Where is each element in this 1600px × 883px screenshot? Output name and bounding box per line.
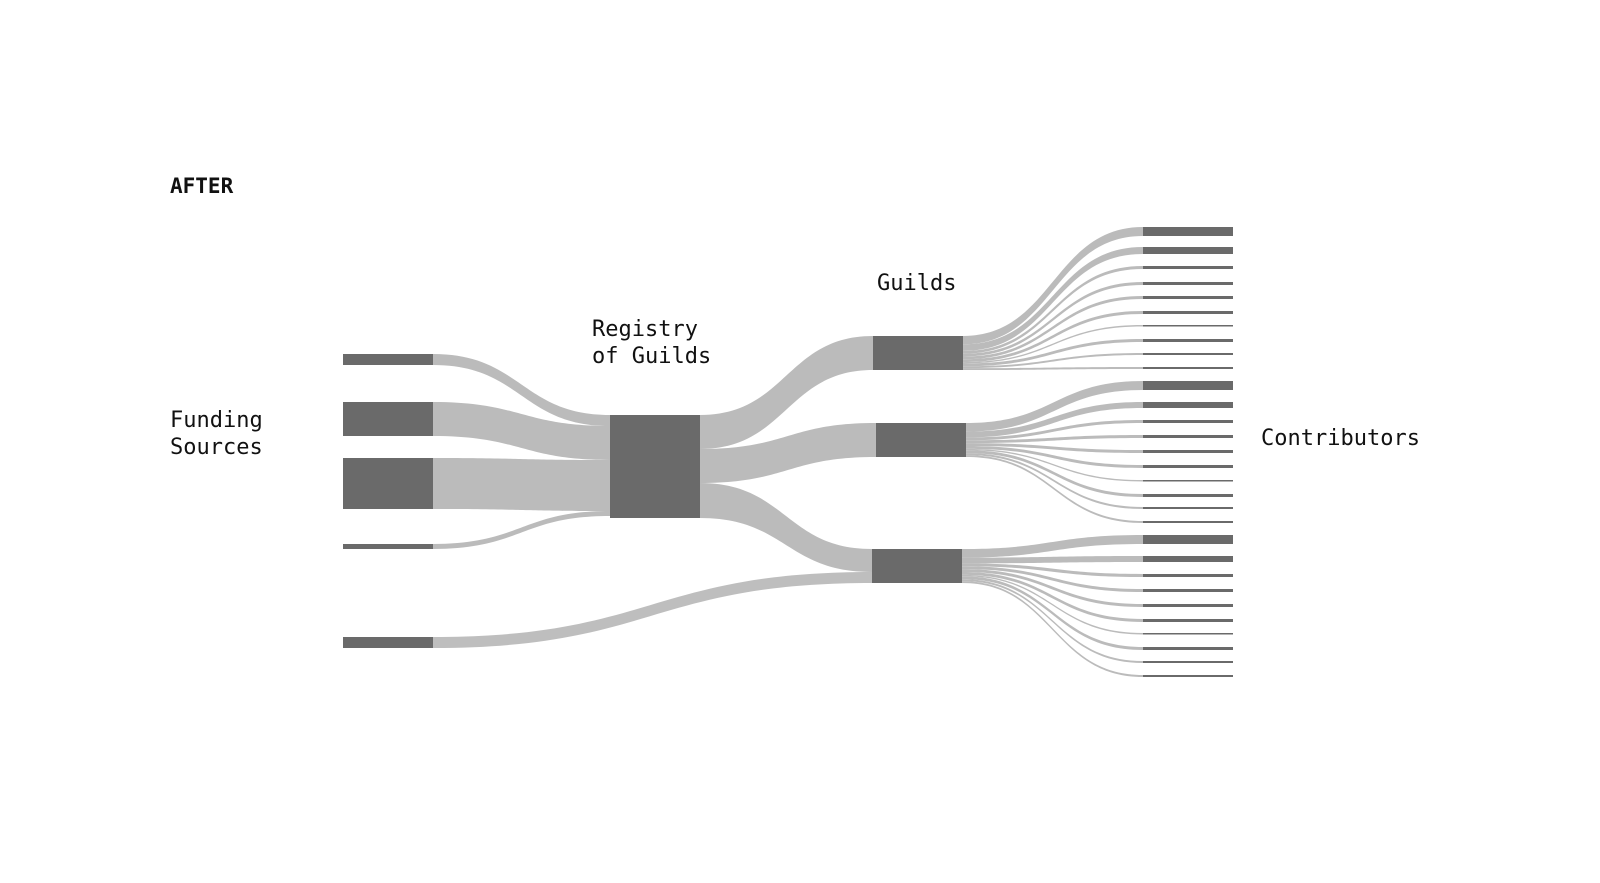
link-guild-1-to-contributor-7 bbox=[963, 325, 1143, 364]
link-guild-3-to-contributor-2 bbox=[962, 556, 1143, 564]
link-guild-2-to-contributor-7 bbox=[966, 448, 1143, 482]
link-guild-2-to-contributor-4 bbox=[966, 435, 1143, 444]
funding-sources-label: Funding Sources bbox=[170, 408, 263, 460]
funding-source-node-3 bbox=[343, 458, 433, 509]
contributor-node-2-7 bbox=[1143, 480, 1233, 482]
link-guild-2-to-contributor-10 bbox=[966, 455, 1143, 523]
contributor-node-2-6 bbox=[1143, 465, 1233, 468]
link-guild-2-to-contributor-8 bbox=[966, 450, 1143, 497]
link-guild-2-to-contributor-9 bbox=[966, 453, 1143, 509]
link-source-2-to-registry bbox=[433, 402, 610, 460]
guild-node-3 bbox=[872, 549, 962, 583]
contributor-node-1-4 bbox=[1143, 282, 1233, 285]
contributor-node-1-9 bbox=[1143, 353, 1233, 355]
link-guild-1-to-contributor-1 bbox=[963, 227, 1143, 345]
link-guild-3-to-contributor-9 bbox=[962, 579, 1143, 663]
guild-node-1 bbox=[873, 336, 963, 370]
link-guild-1-to-contributor-4 bbox=[963, 282, 1143, 357]
contributor-node-2-8 bbox=[1143, 494, 1233, 497]
funding-source-node-1 bbox=[343, 354, 433, 365]
link-guild-3-to-contributor-8 bbox=[962, 576, 1143, 650]
contributor-node-3-2 bbox=[1143, 556, 1233, 562]
contributor-node-3-4 bbox=[1143, 589, 1233, 592]
registry-node bbox=[610, 415, 700, 518]
link-source-5-to-guild-3 bbox=[433, 572, 872, 648]
link-guild-1-to-contributor-9 bbox=[963, 353, 1143, 369]
link-guild-3-to-contributor-4 bbox=[962, 566, 1143, 592]
link-guild-1-to-contributor-2 bbox=[963, 247, 1143, 351]
contributors-label: Contributors bbox=[1261, 426, 1420, 451]
contributor-node-1-3 bbox=[1143, 266, 1233, 269]
guilds-label: Guilds bbox=[877, 271, 957, 296]
contributor-node-1-10 bbox=[1143, 367, 1233, 369]
contributor-node-2-1 bbox=[1143, 381, 1233, 390]
contributor-node-2-3 bbox=[1143, 420, 1233, 423]
contributor-node-3-7 bbox=[1143, 633, 1233, 635]
contributor-node-2-2 bbox=[1143, 402, 1233, 408]
contributor-node-3-9 bbox=[1143, 661, 1233, 663]
funding-source-node-5 bbox=[343, 637, 433, 648]
funding-source-node-4 bbox=[343, 544, 433, 549]
contributor-node-3-10 bbox=[1143, 675, 1233, 677]
link-guild-3-to-contributor-1 bbox=[962, 535, 1143, 558]
sankey-nodes bbox=[343, 227, 1233, 677]
contributor-node-3-8 bbox=[1143, 647, 1233, 650]
contributor-node-1-7 bbox=[1143, 325, 1233, 327]
contributor-node-3-1 bbox=[1143, 535, 1233, 544]
contributor-node-3-5 bbox=[1143, 604, 1233, 607]
contributor-node-2-10 bbox=[1143, 521, 1233, 523]
guild-node-2 bbox=[876, 423, 966, 457]
contributor-node-1-6 bbox=[1143, 311, 1233, 314]
link-source-4-to-registry bbox=[433, 511, 610, 549]
link-guild-1-to-contributor-10 bbox=[963, 367, 1143, 370]
link-guild-2-to-contributor-2 bbox=[966, 402, 1143, 438]
link-guild-2-to-contributor-5 bbox=[966, 443, 1143, 453]
contributor-node-2-4 bbox=[1143, 435, 1233, 438]
link-source-3-to-registry bbox=[433, 458, 610, 511]
link-guild-3-to-contributor-3 bbox=[962, 563, 1143, 577]
link-guild-2-to-contributor-3 bbox=[966, 420, 1143, 441]
link-guild-2-to-contributor-6 bbox=[966, 445, 1143, 468]
link-registry-to-guild-2 bbox=[700, 423, 876, 483]
link-guild-3-to-contributor-10 bbox=[962, 581, 1143, 677]
link-guild-3-to-contributor-5 bbox=[962, 569, 1143, 607]
contributor-node-1-8 bbox=[1143, 339, 1233, 342]
contributor-node-1-1 bbox=[1143, 227, 1233, 236]
contributor-node-2-9 bbox=[1143, 507, 1233, 509]
link-source-1-to-registry bbox=[433, 354, 610, 426]
link-registry-to-guild-1 bbox=[700, 336, 873, 449]
sankey-links bbox=[433, 227, 1143, 677]
contributor-node-2-5 bbox=[1143, 450, 1233, 453]
contributor-node-3-6 bbox=[1143, 619, 1233, 622]
link-guild-1-to-contributor-3 bbox=[963, 266, 1143, 354]
link-guild-3-to-contributor-7 bbox=[962, 574, 1143, 635]
contributor-node-3-3 bbox=[1143, 574, 1233, 577]
link-registry-to-guild-3 bbox=[700, 483, 872, 572]
diagram-heading: AFTER bbox=[170, 174, 234, 198]
link-guild-3-to-contributor-6 bbox=[962, 571, 1143, 622]
contributor-node-1-2 bbox=[1143, 247, 1233, 254]
link-guild-1-to-contributor-8 bbox=[963, 339, 1143, 367]
registry-label: Registry of Guilds bbox=[592, 317, 712, 369]
contributor-node-1-5 bbox=[1143, 296, 1233, 299]
link-guild-1-to-contributor-6 bbox=[963, 311, 1143, 363]
link-guild-1-to-contributor-5 bbox=[963, 296, 1143, 360]
link-guild-2-to-contributor-1 bbox=[966, 381, 1143, 432]
funding-source-node-2 bbox=[343, 402, 433, 436]
